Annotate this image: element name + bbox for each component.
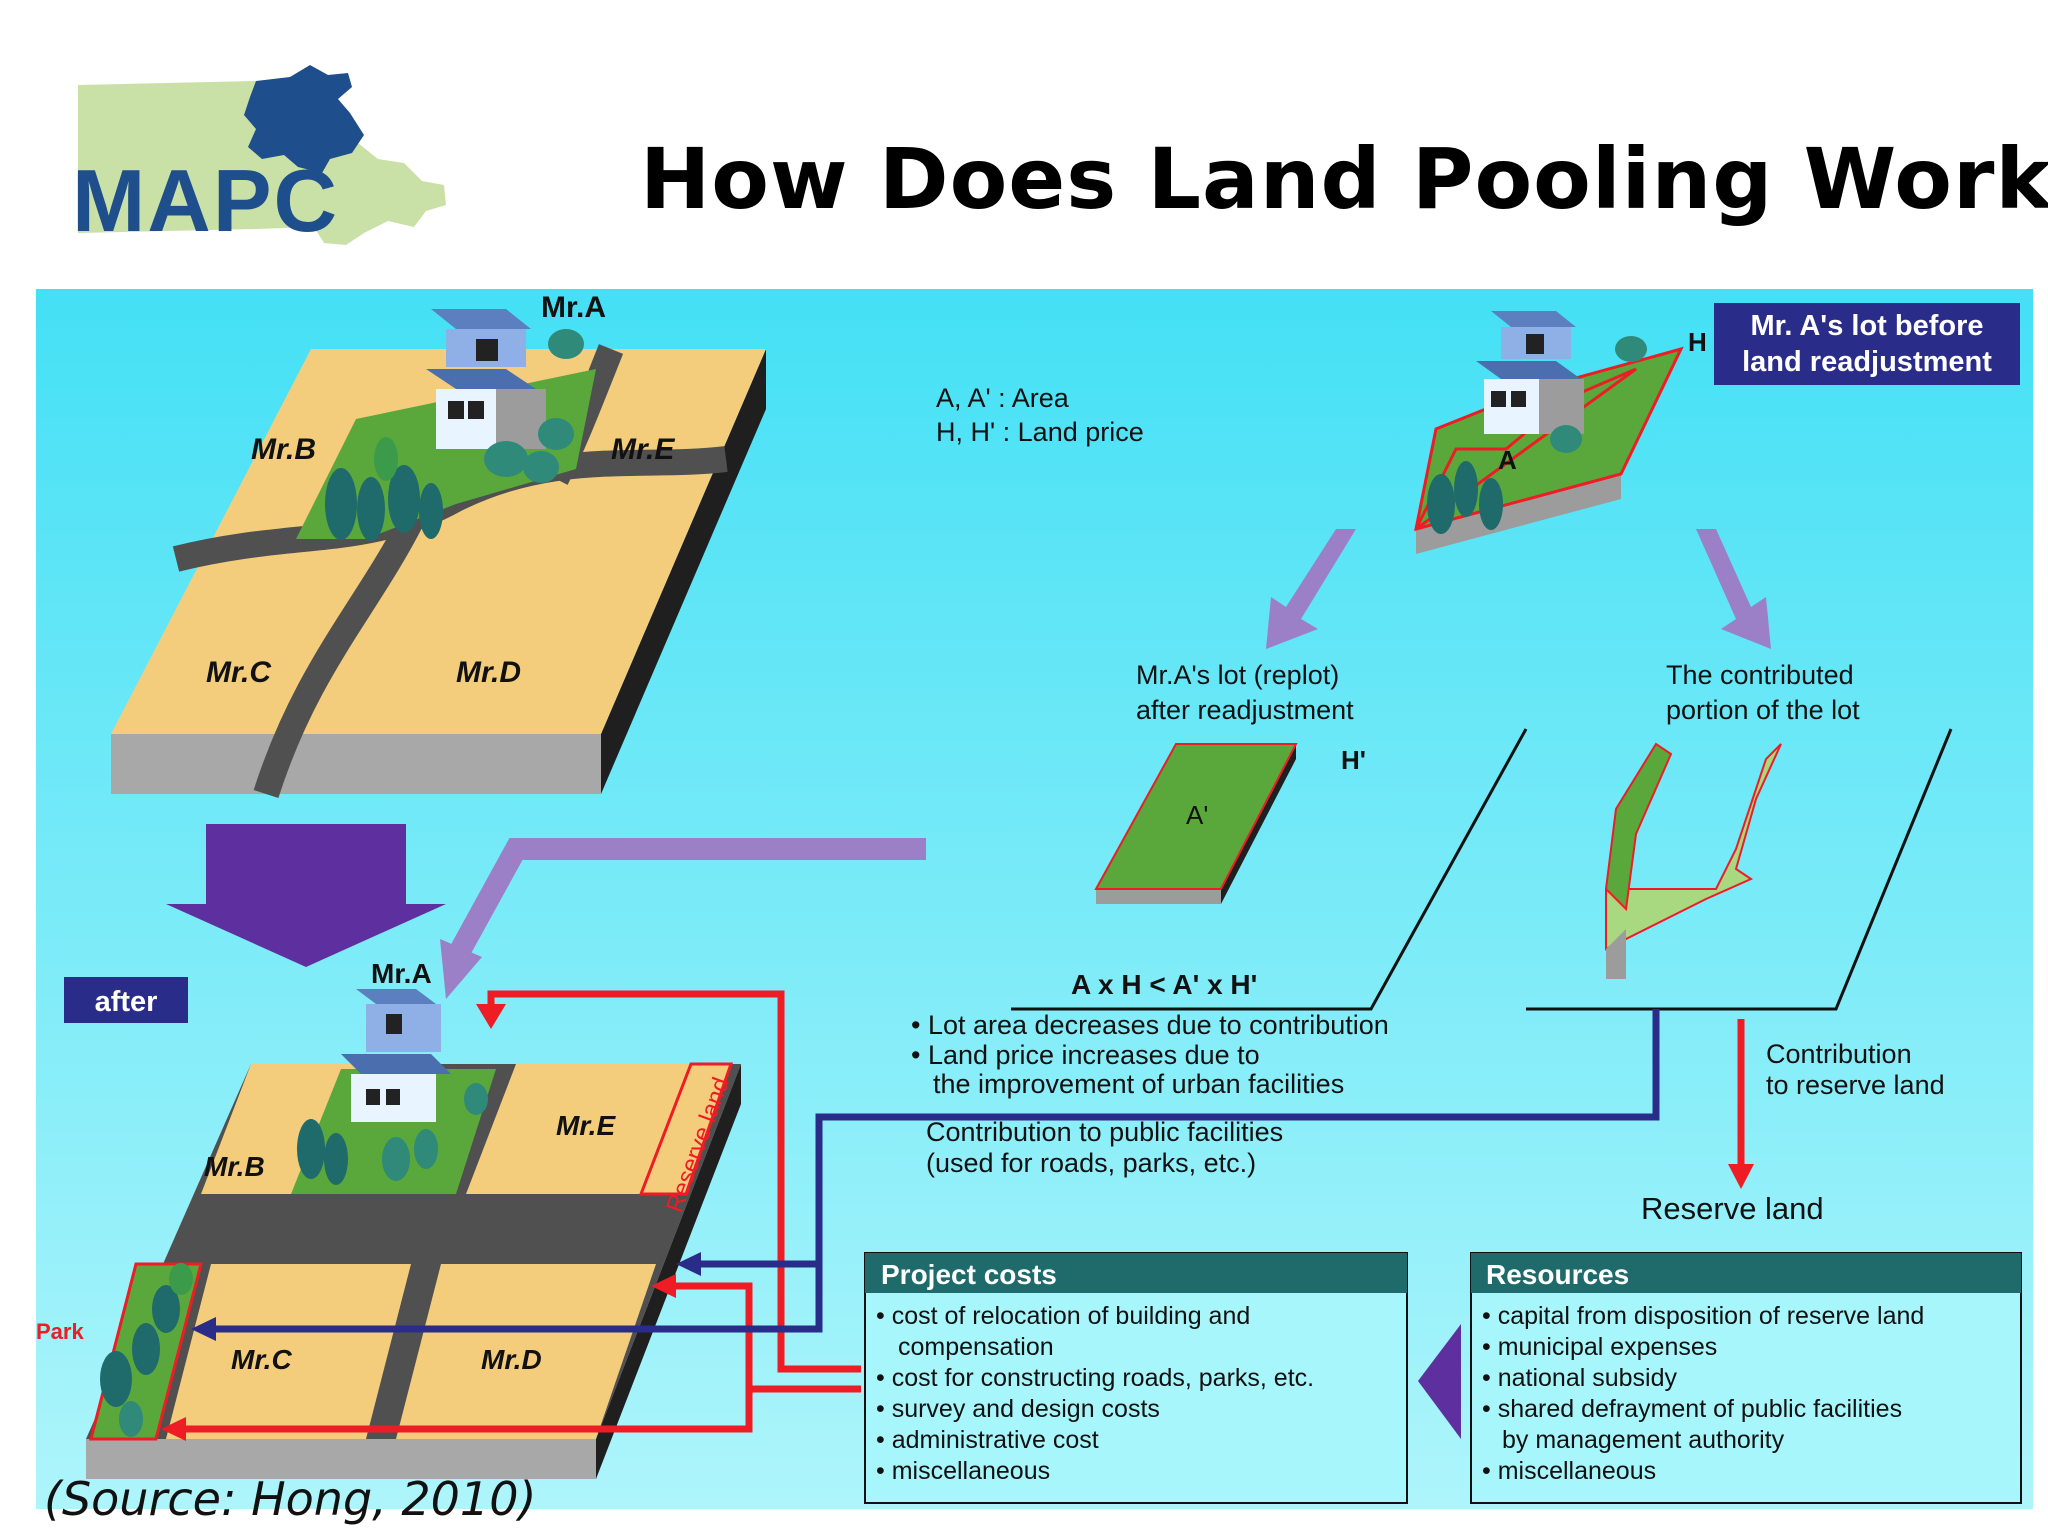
after-label-mr-e: Mr.E xyxy=(556,1110,616,1141)
resource-item: • miscellaneous xyxy=(1482,1457,1656,1485)
navy-flow-arrows xyxy=(191,1009,1660,1341)
before-label-mr-d: Mr.D xyxy=(456,656,521,689)
park-tree-icons xyxy=(100,1263,193,1437)
resource-item: • shared defrayment of public facilities xyxy=(1482,1395,1902,1423)
after-block: Mr.A Mr.B Mr.E Mr.C Mr.D Park Reserve la… xyxy=(36,958,741,1479)
mr-a-lot-before: A H xyxy=(1414,311,1707,554)
park-label: Park xyxy=(36,1319,84,1344)
resource-item: • capital from disposition of reserve la… xyxy=(1482,1302,1924,1330)
contributed-portion xyxy=(1526,728,1953,1011)
lot-label-a-prime: A' xyxy=(1186,800,1208,830)
bullet-1: • Lot area decreases due to contribution xyxy=(911,1010,1389,1040)
after-label-mr-c: Mr.C xyxy=(231,1344,292,1375)
left-diagonal-arrow-icon xyxy=(1266,529,1356,649)
tree-icons xyxy=(325,329,584,541)
small-house-icon xyxy=(1476,311,1584,434)
project-cost-item: • administrative cost xyxy=(876,1426,1099,1454)
after-label-mr-a: Mr.A xyxy=(371,958,432,989)
house-icon xyxy=(426,309,546,449)
replot-caption-line2: after readjustment xyxy=(1136,695,1354,725)
before-readjustment-box xyxy=(1714,303,2020,385)
before-label-mr-b: Mr.B xyxy=(251,433,316,466)
project-cost-item: • miscellaneous xyxy=(876,1457,1050,1485)
reserve-contribution-line1: Contribution xyxy=(1766,1039,1912,1069)
before-label-mr-a: Mr.A xyxy=(541,291,606,324)
project-cost-item: • survey and design costs xyxy=(876,1395,1160,1423)
resource-item: • municipal expenses xyxy=(1482,1333,1717,1361)
bullet-2: • Land price increases due to xyxy=(911,1040,1260,1070)
replot-lot: A' H' xyxy=(1011,728,1528,1011)
after-tree-icons xyxy=(297,1083,488,1185)
after-house-icon xyxy=(341,989,451,1122)
mapc-logo-text: MAPC xyxy=(72,151,340,250)
source-caption: (Source: Hong, 2010) xyxy=(44,1472,537,1526)
project-cost-item: • cost for constructing roads, parks, et… xyxy=(876,1364,1314,1392)
resource-item: by management authority xyxy=(1502,1426,1785,1454)
before-box-line2: land readjustment xyxy=(1742,346,1992,378)
small-tree-icons xyxy=(1427,336,1647,534)
after-label-mr-d: Mr.D xyxy=(481,1344,542,1375)
contributed-caption-line1: The contributed xyxy=(1666,660,1854,690)
after-badge-label: after xyxy=(95,986,158,1018)
before-label-mr-e: Mr.E xyxy=(611,433,675,466)
resources-box: Resources • capital from disposition of … xyxy=(1470,1252,2022,1504)
mapc-logo xyxy=(66,55,451,280)
red-flow-arrows xyxy=(161,990,861,1441)
land-pooling-diagram: Mr.A Mr.B Mr.C Mr.D Mr.E A H xyxy=(36,289,2033,1509)
down-arrow-icon xyxy=(166,824,446,967)
reserve-land-label: Reserve land xyxy=(1641,1191,1824,1226)
lot-label-h-prime: H' xyxy=(1341,745,1366,775)
legend-price: H, H' : Land price xyxy=(936,417,1144,447)
lot-label-h: H xyxy=(1688,327,1707,357)
public-caption-line2: (used for roads, parks, etc.) xyxy=(926,1148,1256,1178)
massachusetts-map-icon xyxy=(78,65,446,245)
lot-label-a: A xyxy=(1498,445,1517,475)
return-arrow-line xyxy=(451,838,926,955)
before-block: Mr.A Mr.B Mr.C Mr.D Mr.E xyxy=(111,291,766,798)
resource-item: • national subsidy xyxy=(1482,1364,1677,1392)
project-costs-title: Project costs xyxy=(881,1259,1057,1290)
contributed-caption-line2: portion of the lot xyxy=(1666,695,1860,725)
project-cost-item: • cost of relocation of building and xyxy=(876,1302,1250,1330)
bullet-3: the improvement of urban facilities xyxy=(933,1069,1344,1099)
reserve-contribution-line2: to reserve land xyxy=(1766,1070,1945,1100)
left-triangle-arrow-icon xyxy=(1418,1324,1461,1439)
right-diagonal-arrow-icon xyxy=(1696,529,1771,649)
page-title: How Does Land Pooling Work? xyxy=(640,130,2048,228)
replot-caption-line1: Mr.A's lot (replot) xyxy=(1136,660,1339,690)
return-arrow-head-icon xyxy=(440,939,482,999)
after-badge xyxy=(64,977,188,1023)
resources-title: Resources xyxy=(1486,1259,1629,1290)
before-box-line1: Mr. A's lot before xyxy=(1750,310,1983,342)
formula-text: A x H < A' x H' xyxy=(1071,969,1257,1000)
after-label-mr-b: Mr.B xyxy=(204,1151,265,1182)
legend-area: A, A' : Area xyxy=(936,383,1070,413)
reserve-arrow-head-icon xyxy=(1728,1164,1754,1189)
public-caption-line1: Contribution to public facilities xyxy=(926,1117,1283,1147)
project-cost-item: compensation xyxy=(898,1333,1054,1361)
project-costs-box: Project costs • cost of relocation of bu… xyxy=(864,1252,1408,1504)
before-label-mr-c: Mr.C xyxy=(206,656,272,689)
